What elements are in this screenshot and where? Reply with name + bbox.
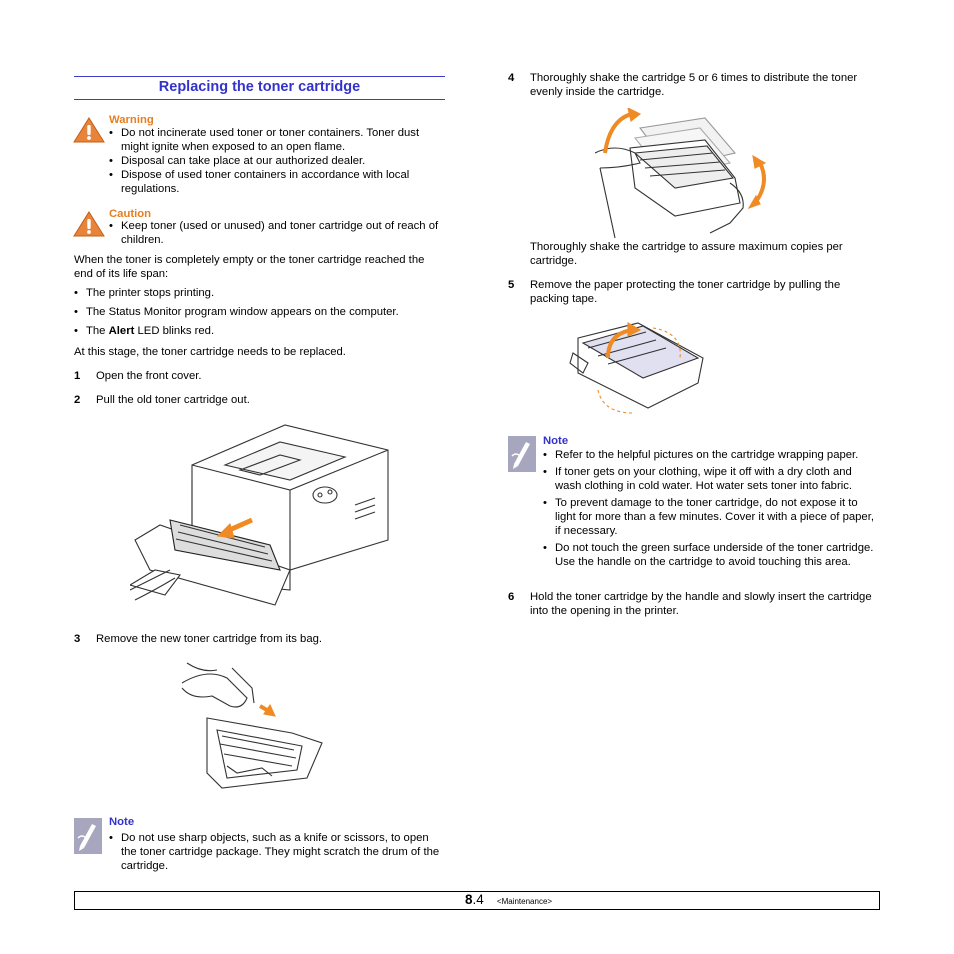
cartridge-bag-illustration xyxy=(172,658,327,796)
step-number: 6 xyxy=(508,591,515,603)
printer-removal-illustration xyxy=(130,420,395,620)
note-icon xyxy=(74,818,102,854)
symptom-list: The printer stops printing. The Status M… xyxy=(74,286,446,343)
caution-icon xyxy=(73,211,105,237)
step-text: Pull the old toner cartridge out. xyxy=(96,394,250,406)
shake-note-text: Thoroughly shake the cartridge to assure… xyxy=(530,241,843,267)
step-1: 1 Open the front cover. xyxy=(74,369,446,383)
section-title: Replacing the toner cartridge xyxy=(74,76,445,100)
note-item: Refer to the helpful pictures on the car… xyxy=(543,448,878,462)
warning-icon xyxy=(73,117,105,143)
step-2: 2 Pull the old toner cartridge out. xyxy=(74,393,446,407)
note-item: To prevent damage to the toner cartridge… xyxy=(543,496,878,538)
step-number: 5 xyxy=(508,279,515,291)
caution-list: Keep toner (used or unused) and toner ca… xyxy=(109,219,444,247)
shake-cartridge-illustration xyxy=(595,108,780,238)
step-6: 6 Hold the toner cartridge by the handle… xyxy=(508,590,880,618)
symptom-item: The Status Monitor program window appear… xyxy=(74,305,446,319)
note-icon xyxy=(508,436,536,472)
warning-item: Dispose of used toner containers in acco… xyxy=(109,168,444,196)
symptom-item: The Alert LED blinks red. xyxy=(74,324,446,338)
note-list: Do not use sharp objects, such as a knif… xyxy=(109,831,444,873)
step-4: 4 Thoroughly shake the cartridge 5 or 6 … xyxy=(508,71,880,99)
warning-label: Warning xyxy=(109,114,154,126)
page-number: 8.4 xyxy=(465,892,484,907)
step-number: 3 xyxy=(74,633,81,645)
note-item: If toner gets on your clothing, wipe it … xyxy=(543,465,878,493)
step-text: Remove the paper protecting the toner ca… xyxy=(530,279,841,305)
intro-text: When the toner is completely empty or th… xyxy=(74,254,425,280)
step-text: Open the front cover. xyxy=(96,370,202,382)
note-label: Note xyxy=(543,435,569,447)
warning-item: Do not incinerate used toner or toner co… xyxy=(109,126,444,154)
warning-list: Do not incinerate used toner or toner co… xyxy=(109,126,444,196)
warning-item: Disposal can take place at our authorize… xyxy=(109,154,444,168)
stage-text: At this stage, the toner cartridge needs… xyxy=(74,346,346,358)
step-5: 5 Remove the paper protecting the toner … xyxy=(508,278,880,306)
symptom-item: The printer stops printing. xyxy=(74,286,446,300)
note-item: Do not use sharp objects, such as a knif… xyxy=(109,831,444,873)
step-number: 1 xyxy=(74,370,81,382)
alert-bold: Alert xyxy=(108,325,135,337)
step-text: Hold the toner cartridge by the handle a… xyxy=(530,591,872,617)
step-text: Thoroughly shake the cartridge 5 or 6 ti… xyxy=(530,72,858,98)
caution-item: Keep toner (used or unused) and toner ca… xyxy=(109,219,444,247)
step-number: 2 xyxy=(74,394,81,406)
step-3: 3 Remove the new toner cartridge from it… xyxy=(74,632,446,646)
page-footer: 8.4 <Maintenance> xyxy=(74,891,880,910)
step-text: Remove the new toner cartridge from its … xyxy=(96,633,323,645)
caution-label: Caution xyxy=(109,208,152,220)
packing-tape-illustration xyxy=(568,318,708,418)
note-label: Note xyxy=(109,816,135,828)
footer-section: <Maintenance> xyxy=(496,897,553,906)
note-list: Refer to the helpful pictures on the car… xyxy=(543,448,878,572)
note-item: Do not touch the green surface underside… xyxy=(543,541,878,569)
step-number: 4 xyxy=(508,72,515,84)
